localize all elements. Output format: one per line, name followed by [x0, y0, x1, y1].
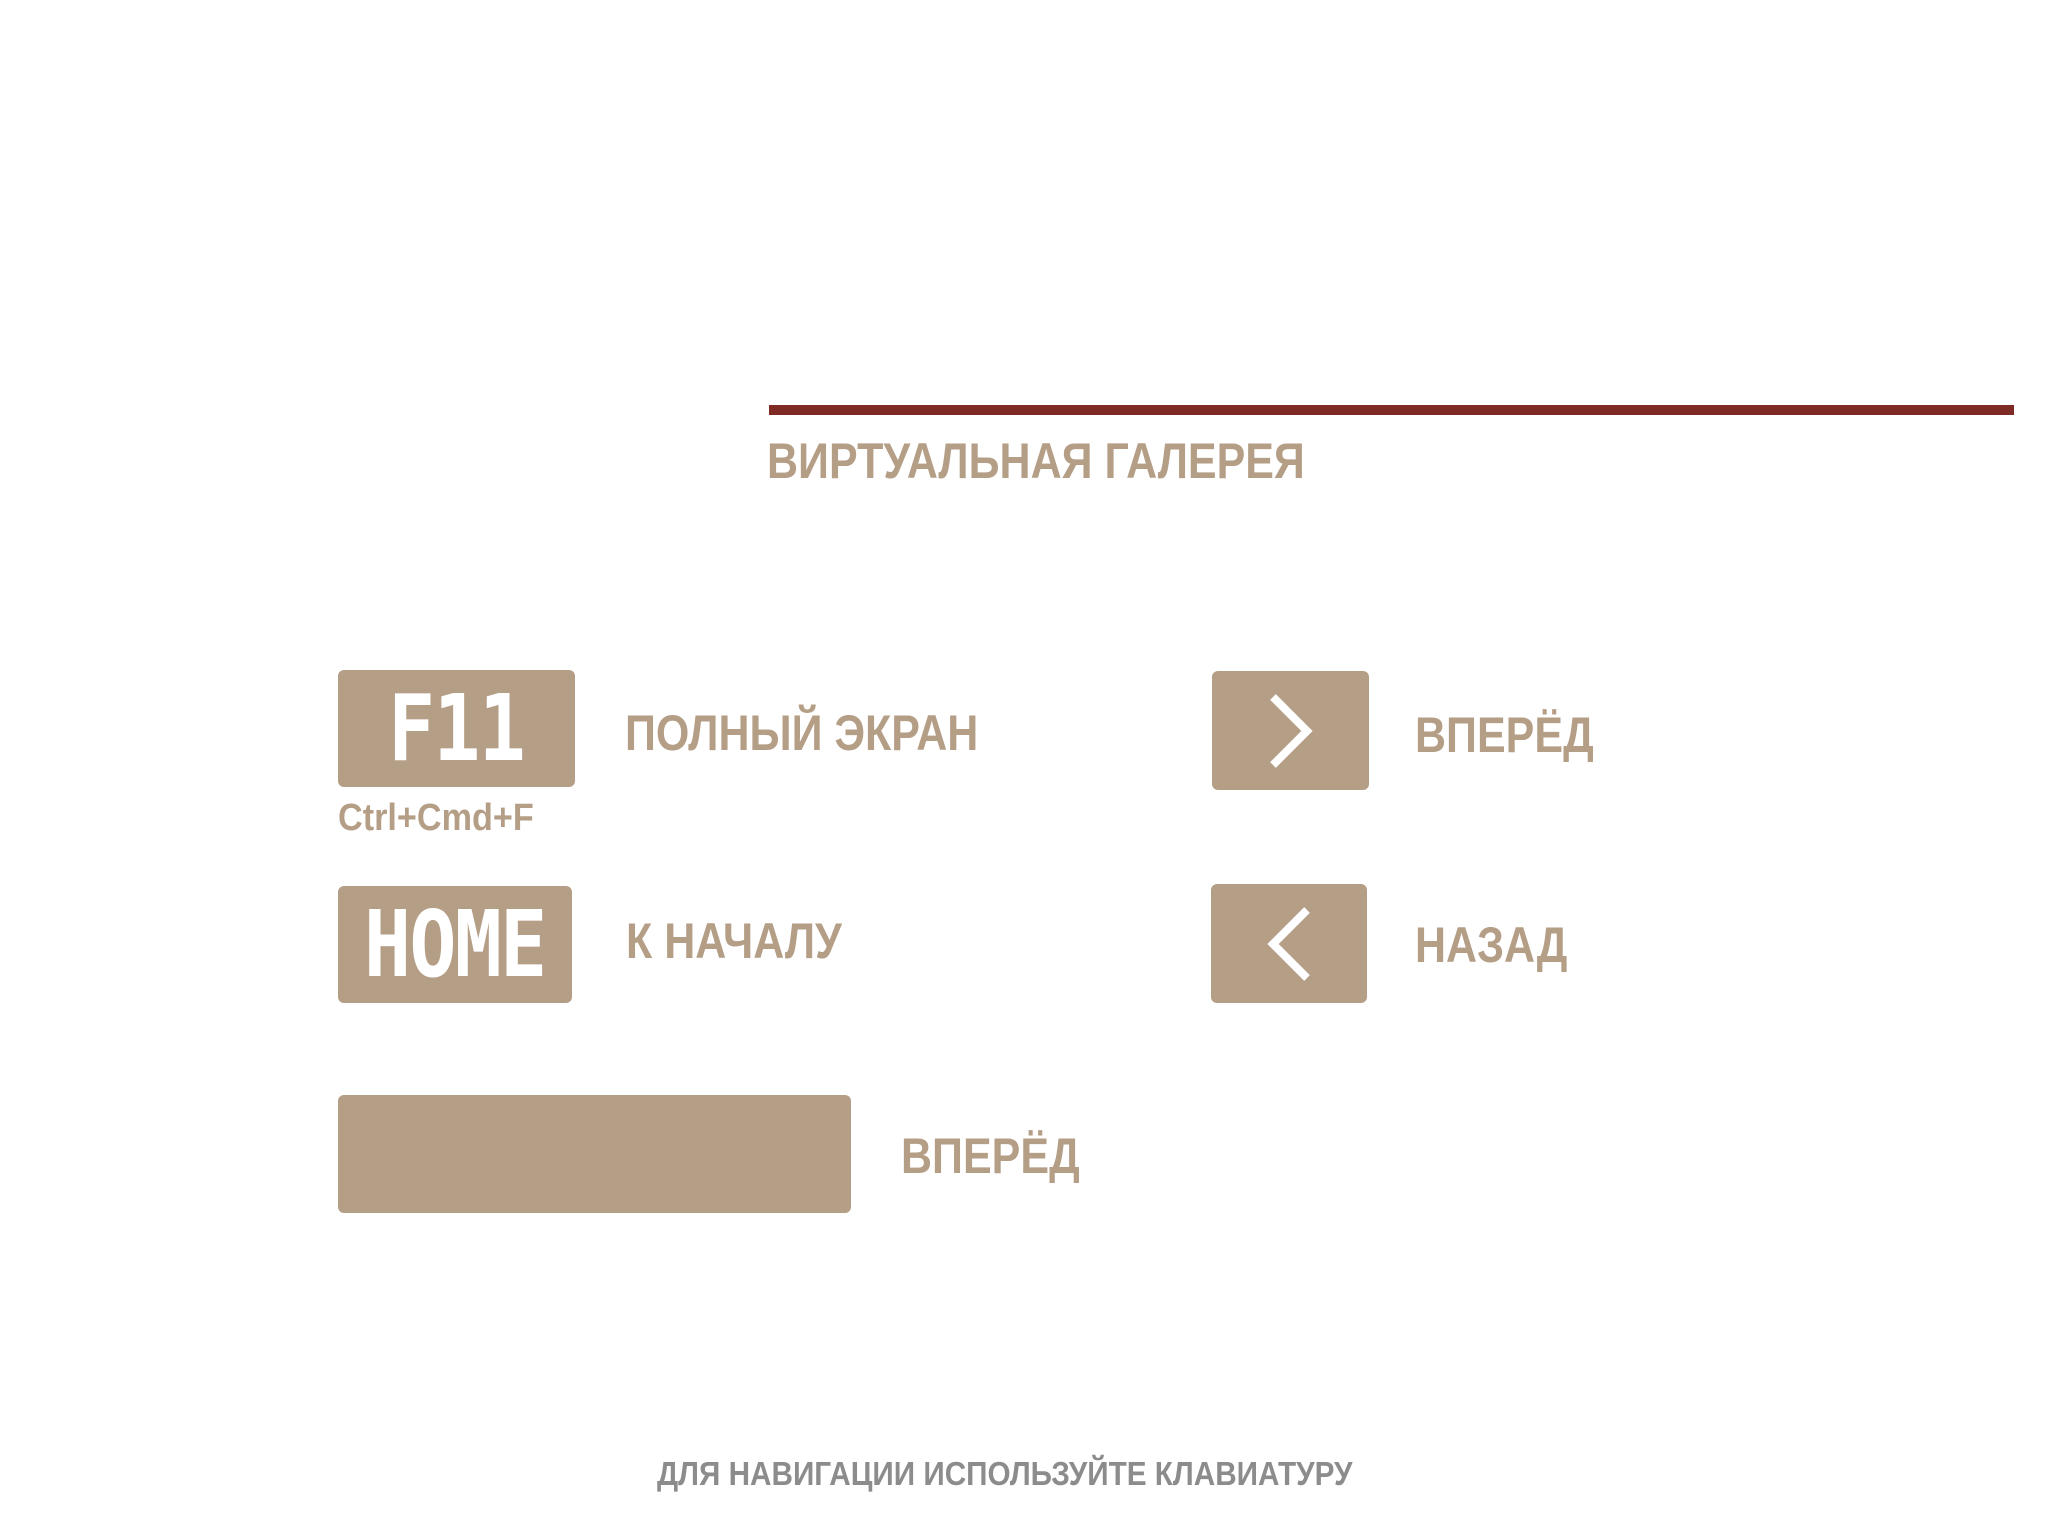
- chevron-left-icon: [1267, 906, 1310, 981]
- next-label: ВПЕРЁД: [1415, 707, 1594, 763]
- arrow-right-key: [1212, 671, 1369, 790]
- prev-label: НАЗАД: [1415, 917, 1568, 973]
- f11-key-label: F11: [388, 674, 526, 782]
- spacebar-key: [338, 1095, 851, 1213]
- fullscreen-label: ПОЛНЫЙ ЭКРАН: [625, 705, 979, 761]
- home-key-label: HOME: [364, 890, 547, 998]
- page-title: ВИРТУАЛЬНАЯ ГАЛЕРЕЯ: [767, 433, 1305, 489]
- home-label: К НАЧАЛУ: [626, 913, 842, 969]
- f11-key: F11: [338, 670, 575, 787]
- home-key: HOME: [338, 886, 572, 1003]
- header-rule: [769, 405, 2014, 415]
- footer-hint: ДЛЯ НАВИГАЦИИ ИСПОЛЬЗУЙТЕ КЛАВИАТУРУ: [657, 1455, 1353, 1492]
- chevron-right-icon: [1269, 693, 1313, 768]
- arrow-left-key: [1211, 884, 1367, 1003]
- space-next-label: ВПЕРЁД: [901, 1128, 1080, 1184]
- fullscreen-alt-shortcut: Ctrl+Cmd+F: [338, 797, 534, 839]
